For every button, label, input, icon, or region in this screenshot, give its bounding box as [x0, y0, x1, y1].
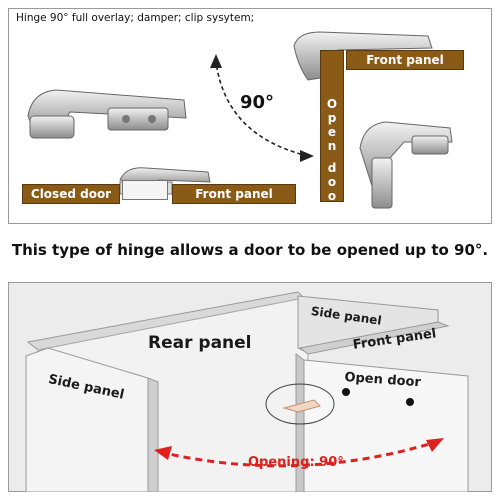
opening-arc	[159, 440, 437, 468]
hinge-statement: This type of hinge allows a door to be o…	[11, 241, 489, 259]
hinge-highlight	[265, 383, 335, 425]
front-panel-bottom: Front panel	[172, 184, 296, 204]
hinge-illustrations	[27, 31, 453, 209]
hinge-small-icon	[282, 399, 321, 413]
opening-arrow-right	[426, 438, 444, 452]
angle-arrow-head-right	[300, 150, 314, 162]
hinge-large-icon	[27, 89, 187, 139]
rear-panel-label: Rear panel	[148, 333, 252, 353]
door-hole-1	[342, 388, 350, 396]
open-door-panel: O p e n d o o r	[320, 50, 344, 217]
closed-door-label: Closed door	[30, 187, 112, 201]
closed-door-panel: Closed door	[22, 184, 120, 204]
front-panel-top-label: Front panel	[366, 53, 444, 67]
opening-label: Opening: 90°	[248, 455, 344, 470]
front-panel-edge	[298, 321, 450, 355]
angle-label: 90°	[240, 92, 275, 113]
angle-arrow-head-up	[210, 54, 222, 68]
hinge-caption: Hinge 90° full overlay; damper; clip sys…	[16, 12, 255, 24]
door-hole-2	[406, 398, 414, 406]
open-door-label: O p e n d o o r	[326, 97, 338, 217]
front-panel-bottom-label: Front panel	[195, 187, 273, 201]
hinge-cup-box	[122, 180, 168, 200]
hinge-open-icon	[359, 121, 453, 209]
opening-arrow-left	[154, 446, 172, 460]
front-panel-top: Front panel	[346, 50, 464, 70]
cabinet-drawing	[25, 291, 469, 492]
angle-arc	[215, 61, 309, 157]
